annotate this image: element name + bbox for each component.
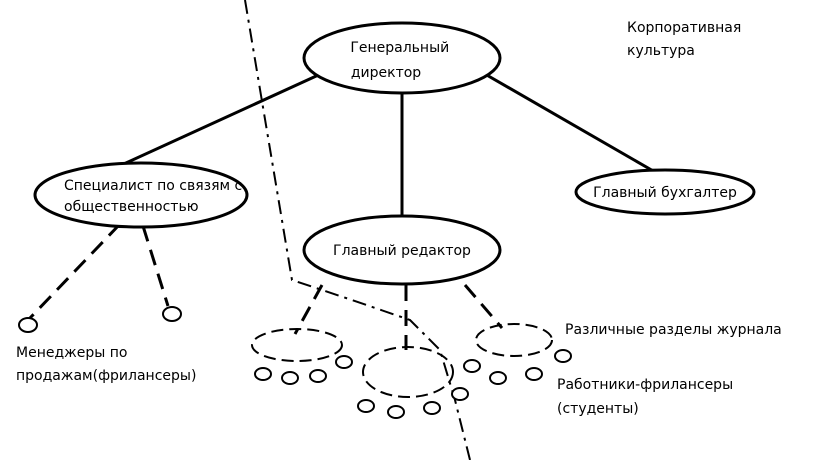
freelancer-circle bbox=[554, 349, 572, 363]
freelancer-circle bbox=[423, 401, 441, 415]
sales-managers-label: Менеджеры по продажам(фрилансеры) bbox=[16, 345, 196, 384]
freelancer-circle bbox=[335, 355, 353, 369]
general-director-label: Генеральный директор bbox=[350, 40, 453, 81]
sales-manager-circle bbox=[18, 317, 38, 333]
magazine-section-group bbox=[475, 323, 553, 357]
edge-pr-manager-2 bbox=[141, 225, 170, 307]
freelancer-circle bbox=[489, 371, 507, 385]
magazine-section-group bbox=[251, 328, 343, 362]
chief-accountant-node bbox=[574, 168, 756, 216]
freelancer-circle bbox=[254, 367, 272, 381]
edge-director-accountant bbox=[477, 68, 656, 174]
general-director-node bbox=[302, 21, 502, 95]
chief-editor-node bbox=[302, 214, 502, 286]
magazine-section-group bbox=[362, 346, 454, 398]
pr-specialist-label: Специалист по связям с общественностью bbox=[64, 178, 247, 215]
freelance-workers-label: Работники-фрилансеры (студенты) bbox=[557, 377, 738, 417]
corporate-culture-boundary bbox=[244, 0, 471, 460]
chief-accountant-label: Главный бухгалтер bbox=[593, 185, 737, 201]
edge-editor-section-3 bbox=[463, 284, 504, 329]
edge-pr-manager-1 bbox=[28, 222, 122, 320]
magazine-sections-label: Различные разделы журнала bbox=[565, 322, 782, 338]
freelancer-circle bbox=[387, 405, 405, 419]
freelancer-circle bbox=[357, 399, 375, 413]
corporate-culture-label: Корпоративная культура bbox=[627, 20, 746, 59]
freelancer-circle bbox=[451, 387, 469, 401]
pr-specialist-node bbox=[33, 161, 249, 229]
edge-editor-section-1 bbox=[293, 284, 324, 335]
freelancer-circle bbox=[463, 359, 481, 373]
sales-manager-circle bbox=[162, 306, 182, 322]
freelancer-circle bbox=[309, 369, 327, 383]
edge-director-pr bbox=[114, 70, 326, 170]
chief-editor-label: Главный редактор bbox=[333, 243, 471, 259]
freelancer-circle bbox=[525, 367, 543, 381]
freelancer-circle bbox=[281, 371, 299, 385]
